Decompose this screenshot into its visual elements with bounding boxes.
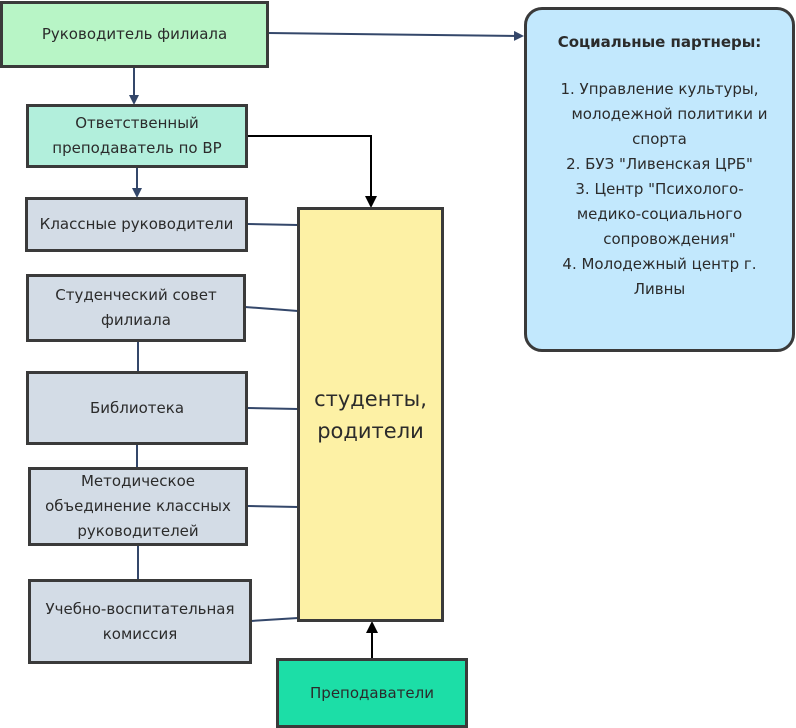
library-box: Библиотека (26, 371, 248, 445)
arrow-responsible-to-students (248, 135, 377, 208)
partner-4-line-2: Ливны (633, 280, 686, 298)
partner-3-line-1: 3. Центр "Психолого- (575, 180, 744, 198)
responsible-teacher-box: Ответственный преподаватель по ВР (26, 104, 248, 168)
partner-item-3: 3. Центр "Психолого- медико-социального … (527, 177, 792, 252)
link-council-students (244, 306, 299, 312)
partner-1-line-1: 1. Управление культуры, (560, 80, 759, 98)
responsible-line-2: преподаватель по ВР (52, 139, 222, 157)
responsible-line-1: Ответственный (75, 114, 199, 132)
partner-item-1: 1. Управление культуры, молодежной полит… (527, 77, 792, 152)
partner-1-line-2: молодежной политики и (571, 105, 768, 123)
partner-item-4: 4. Молодежный центр г. Ливны (527, 252, 792, 302)
partner-3-line-2: медико-социального (576, 205, 743, 223)
social-partners-title: Социальные партнеры: (557, 33, 762, 51)
commission-box: Учебно-воспитательная комиссия (28, 579, 252, 664)
commission-line-2: комиссия (102, 624, 178, 643)
student-council-box: Студенческий совет филиала (26, 274, 246, 342)
teachers-label: Преподаватели (310, 683, 434, 702)
link-methodical-students (247, 505, 299, 508)
student-council-line-2: филиала (101, 311, 171, 329)
link-library-students (247, 407, 299, 410)
head-of-branch-label: Руководитель филиала (41, 25, 228, 43)
partner-3-line-3: сопровождения" (603, 230, 736, 248)
link-commission-students (250, 617, 299, 622)
methodical-association-box: Методическое объединение классных руково… (28, 467, 248, 546)
methodical-line-2: объединение классных (45, 497, 231, 515)
partner-item-2: 2. БУЗ "Ливенская ЦРБ" (527, 152, 792, 177)
commission-line-1: Учебно-воспитательная (45, 599, 235, 618)
class-teachers-box: Классные руководители (25, 197, 248, 252)
teachers-box: Преподаватели (276, 658, 468, 728)
methodical-line-1: Методическое (80, 472, 195, 490)
partner-4-line-1: 4. Молодежный центр г. (562, 255, 757, 273)
class-teachers-label: Классные руководители (39, 215, 234, 233)
arrow-head-to-partners (267, 30, 524, 41)
students-parents-box: студенты, родители (297, 207, 444, 622)
methodical-line-3: руководителей (77, 522, 199, 540)
students-line-1: студенты, (314, 386, 427, 411)
student-council-line-1: Студенческий совет (55, 286, 217, 304)
partner-2-line-1: 2. БУЗ "Ливенская ЦРБ" (566, 155, 753, 173)
link-class-students (247, 223, 299, 226)
partner-1-line-3: спорта (632, 130, 687, 148)
head-of-branch-box: Руководитель филиала (0, 1, 269, 68)
social-partners-box: Социальные партнеры: 1. Управление культ… (524, 7, 795, 352)
students-line-2: родители (317, 418, 424, 443)
library-label: Библиотека (89, 398, 185, 417)
